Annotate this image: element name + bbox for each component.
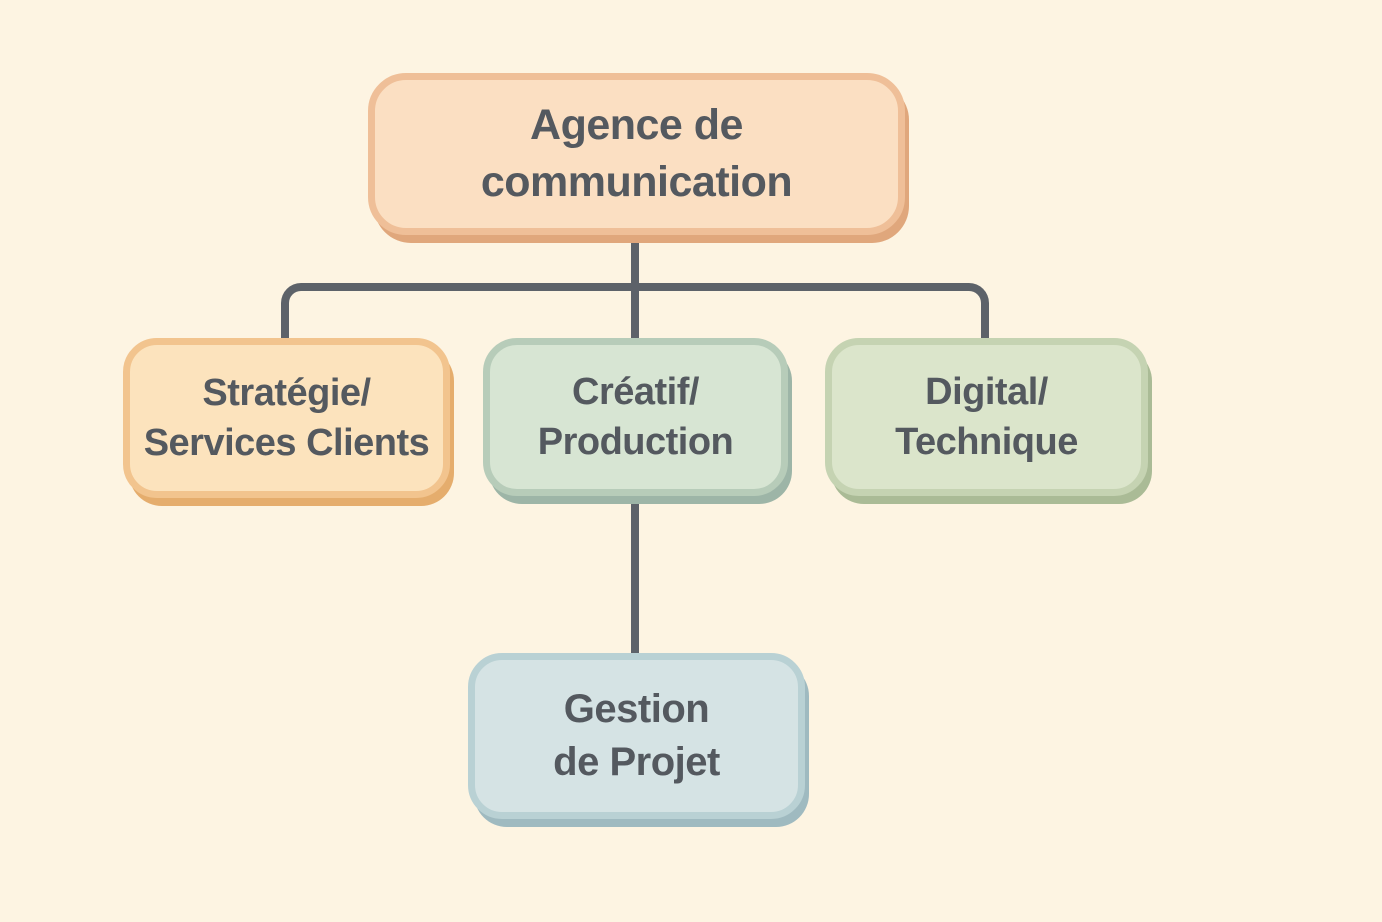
connector-horizontal-rail	[281, 283, 989, 341]
node-label-line2: communication	[480, 158, 793, 206]
node-label-line2: Technique	[895, 421, 1078, 463]
node-label-line1: Créatif/	[572, 370, 699, 413]
node-label-line1: Gestion	[563, 687, 710, 732]
node-creatif-production: Créatif/ Production	[483, 338, 788, 496]
node-label-line1: Agence de	[530, 101, 743, 150]
node-agence-de-communication: Agence de communication	[368, 73, 905, 235]
node-strategie-services-clients: Stratégie/ Services Clients	[123, 338, 450, 498]
node-label-line2: Services Clients	[143, 422, 430, 464]
node-gestion-de-projet: Gestion de Projet	[468, 653, 805, 819]
connector-creative-to-project	[631, 494, 639, 656]
node-label-line1: Digital/	[925, 370, 1048, 413]
node-digital-technique: Digital/ Technique	[825, 338, 1148, 496]
node-label-line1: Stratégie/	[202, 371, 371, 414]
node-label-line2: de Projet	[553, 740, 720, 784]
node-label-line2: Production	[537, 421, 734, 463]
